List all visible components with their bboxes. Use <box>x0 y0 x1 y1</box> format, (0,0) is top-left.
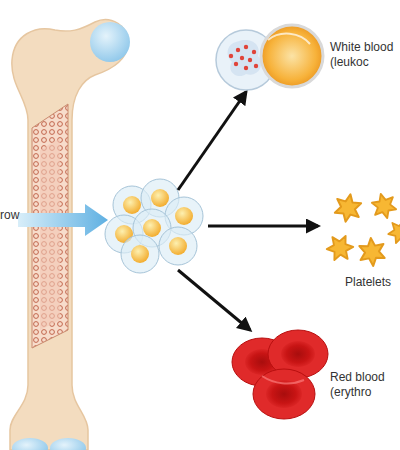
leukocyte-illustration <box>216 25 323 90</box>
stem-cell-cluster <box>105 179 203 273</box>
cartilage-head <box>90 22 130 62</box>
bone-marrow-node: row <box>0 0 130 450</box>
cell-label: row <box>0 208 30 223</box>
marrow-arrow <box>18 204 108 236</box>
stem-cell <box>159 227 197 265</box>
cartilage-end <box>50 438 86 450</box>
erythrocyte-node: Red blood (erythro <box>225 325 400 425</box>
platelet-node: Platelets <box>325 185 400 295</box>
marrow-cavity <box>40 138 60 330</box>
differentiation-arrow <box>208 225 318 228</box>
cell-label: Platelets <box>345 275 400 290</box>
platelet-illustration <box>324 191 400 267</box>
differentiation-arrow <box>178 92 246 190</box>
cell-label: White blood (leukoc <box>330 40 400 70</box>
differentiation-arrow <box>178 270 250 330</box>
erythrocyte-illustration <box>232 330 328 419</box>
stem-cell <box>121 235 159 273</box>
cell-label: Red blood (erythro <box>330 370 400 400</box>
cartilage-end <box>12 438 48 450</box>
leukocyte-node: White blood (leukoc <box>215 20 400 100</box>
